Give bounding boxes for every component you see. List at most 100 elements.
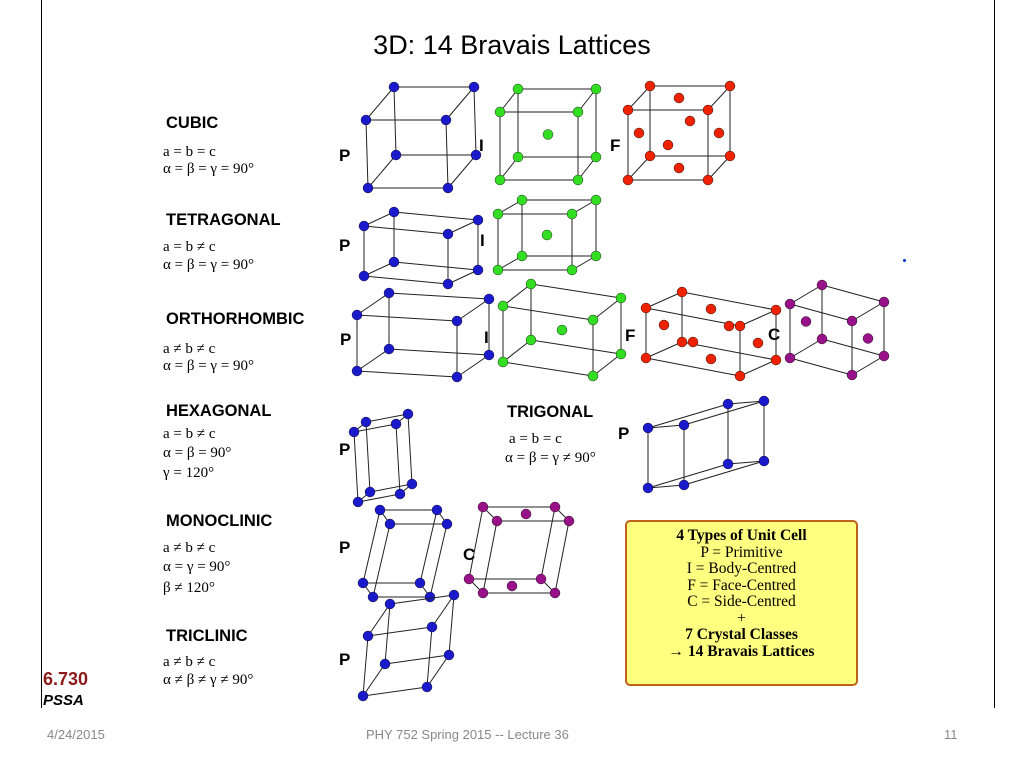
cubic-primitive-lattice-diagram — [360, 81, 482, 194]
lattice-atom — [390, 149, 402, 161]
lattice-atom — [566, 208, 578, 220]
lattice-atom — [525, 278, 537, 290]
lattice-atom — [702, 104, 714, 116]
lattice-atom — [724, 80, 736, 92]
lattice-edge — [645, 341, 683, 359]
lattice-edge — [821, 284, 885, 303]
lattice-atom — [491, 515, 503, 527]
lattice-atom — [357, 577, 369, 589]
lattice-edge — [384, 654, 450, 665]
lattice-edge — [647, 463, 729, 489]
system-name-tetragonal: TETRAGONAL — [166, 211, 281, 229]
lattice-label-p-trigonal: P — [618, 424, 630, 443]
footer-course: PHY 752 Spring 2015 -- Lecture 36 — [366, 727, 569, 742]
relation-monoclinic-3: β ≠ 120° — [163, 580, 215, 596]
lattice-edge — [362, 663, 386, 697]
lattice-atom — [658, 319, 670, 331]
lattice-edge — [447, 219, 479, 235]
lattice-edge — [821, 338, 885, 357]
lattice-edge — [739, 309, 777, 327]
lattice-atom — [622, 104, 634, 116]
lattice-atom — [352, 496, 364, 508]
lattice-edge — [707, 85, 731, 111]
lattice-atom — [878, 296, 890, 308]
lattice-edge — [429, 523, 448, 598]
lattice-atom — [388, 206, 400, 218]
lattice-edge — [388, 292, 490, 300]
lattice-atom — [816, 333, 828, 345]
lattice-atom — [615, 292, 627, 304]
logo-text: PSSA — [43, 692, 84, 706]
lattice-atom — [384, 518, 396, 530]
lattice-edge — [365, 119, 369, 189]
lattice-atom — [470, 149, 482, 161]
lattice-edge — [456, 298, 490, 322]
lattice-atom — [477, 587, 489, 599]
lattice-atom — [722, 458, 734, 470]
lattice-atom — [384, 598, 396, 610]
lattice-edge — [851, 301, 885, 322]
lattice-atom — [494, 174, 506, 186]
lattice-atom — [713, 127, 725, 139]
tetragonal-body-centred-lattice-diagram — [492, 194, 602, 276]
lattice-edge — [426, 654, 450, 688]
lattice-atom — [431, 504, 443, 516]
lattice-edge — [393, 86, 397, 156]
lattice-atom — [541, 229, 553, 241]
lattice-edge — [683, 460, 765, 486]
lattice-edge — [363, 261, 395, 277]
lattice-edge — [473, 86, 477, 156]
lattice-atom — [687, 336, 699, 348]
lattice-edge — [389, 594, 455, 605]
lattice-label-c-monoclinic: C — [463, 545, 476, 564]
lattice-atom — [800, 316, 812, 327]
lattice-edge — [645, 357, 741, 377]
lattice-atom — [360, 114, 372, 126]
lattice-atom — [379, 658, 391, 670]
lattice-atom — [367, 591, 379, 603]
info-box-heading: 4 Types of Unit Cell — [676, 527, 807, 544]
info-box-side-centred: C = Side-Centred — [687, 593, 796, 610]
lattice-atom — [362, 182, 374, 194]
lattice-atom — [846, 369, 858, 381]
lattice-edge — [362, 686, 428, 697]
triclinic-primitive-lattice-diagram — [357, 589, 460, 702]
footer-page-number: 11 — [944, 727, 958, 742]
lattice-label-f-cubic: F — [610, 136, 621, 155]
relation-hexagonal-3: γ = 120° — [163, 465, 215, 481]
lattice-edge — [367, 626, 433, 637]
lattice-atom — [640, 302, 652, 314]
lattice-edge — [365, 86, 395, 121]
lattice-atom — [566, 264, 578, 276]
lattice-edge — [445, 86, 475, 121]
lattice-atom — [357, 690, 369, 702]
lattice-label-f-orthorhombic: F — [625, 326, 636, 345]
lattice-atom — [383, 287, 395, 299]
lattice-atom — [535, 573, 547, 585]
lattice-edge — [362, 509, 381, 584]
trigonal-primitive-lattice-diagram — [642, 395, 770, 494]
lattice-edge — [647, 424, 685, 429]
lattice-edge — [645, 307, 741, 327]
lattice-atom — [442, 182, 454, 194]
cubic-body-centred-lattice-diagram — [494, 83, 602, 186]
lattice-atom — [590, 151, 602, 163]
lattice-atom — [633, 127, 645, 139]
lattice-atom — [590, 194, 602, 206]
lattice-atom — [451, 315, 463, 327]
info-box-face-centred: F = Face-Centred — [687, 576, 796, 594]
lattice-atom — [644, 150, 656, 162]
lattice-atom — [572, 106, 584, 118]
lattice-atom — [468, 81, 480, 93]
lattice-atom — [678, 479, 690, 491]
lattice-atom — [770, 354, 782, 366]
lattice-edge — [468, 506, 484, 580]
lattice-edge — [395, 423, 401, 495]
orthorhombic-body-centred-lattice-diagram — [497, 278, 627, 382]
lattice-atom — [678, 419, 690, 431]
lattice-atom — [734, 320, 746, 332]
lattice-atom — [572, 174, 584, 186]
lattice-atom — [642, 422, 654, 434]
lattice-atom — [442, 278, 454, 290]
lattice-atom — [549, 501, 561, 513]
